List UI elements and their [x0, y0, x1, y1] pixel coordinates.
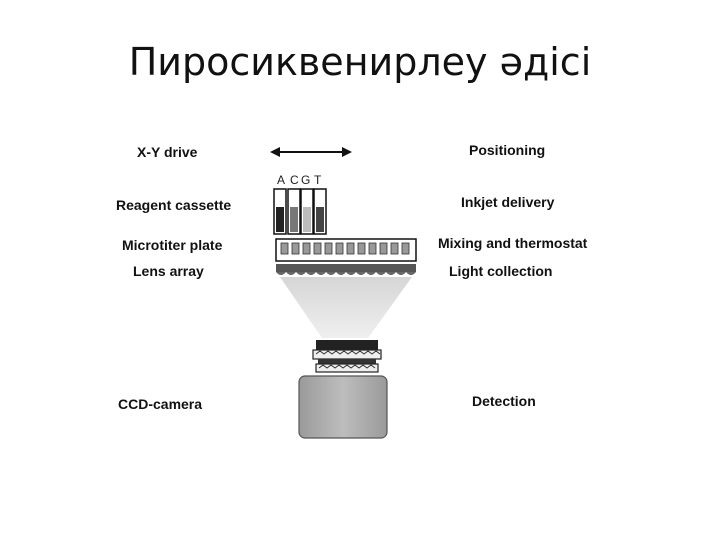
light-cone [280, 277, 412, 338]
lens-array [276, 264, 416, 275]
label-mixing-thermostat: Mixing and thermostat [438, 235, 588, 251]
label-positioning: Positioning [469, 142, 546, 158]
label-light-collection: Light collection [449, 263, 553, 279]
label-reagent-cassette: Reagent cassette [116, 197, 232, 213]
ccd-camera-body [298, 375, 388, 439]
reagent-letter-a: A [277, 173, 286, 187]
label-lens-array: Lens array [133, 263, 204, 279]
label-ccd-camera: CCD-camera [118, 396, 203, 412]
label-microtiter-plate: Microtiter plate [122, 237, 223, 253]
label-inkjet-delivery: Inkjet delivery [461, 194, 555, 210]
xy-drive-arrow [270, 147, 352, 157]
reagent-letter-c: C [290, 173, 299, 187]
page-title: Пиросиквенирлеу әдісі [128, 40, 592, 84]
reagent-cassette [273, 188, 327, 235]
label-detection: Detection [472, 393, 536, 409]
microtiter-plate [275, 238, 417, 262]
reagent-letter-g: G [301, 173, 311, 187]
reagent-letter-t: T [314, 173, 322, 187]
camera-lens [312, 340, 382, 373]
label-xy-drive: X-Y drive [137, 144, 198, 160]
